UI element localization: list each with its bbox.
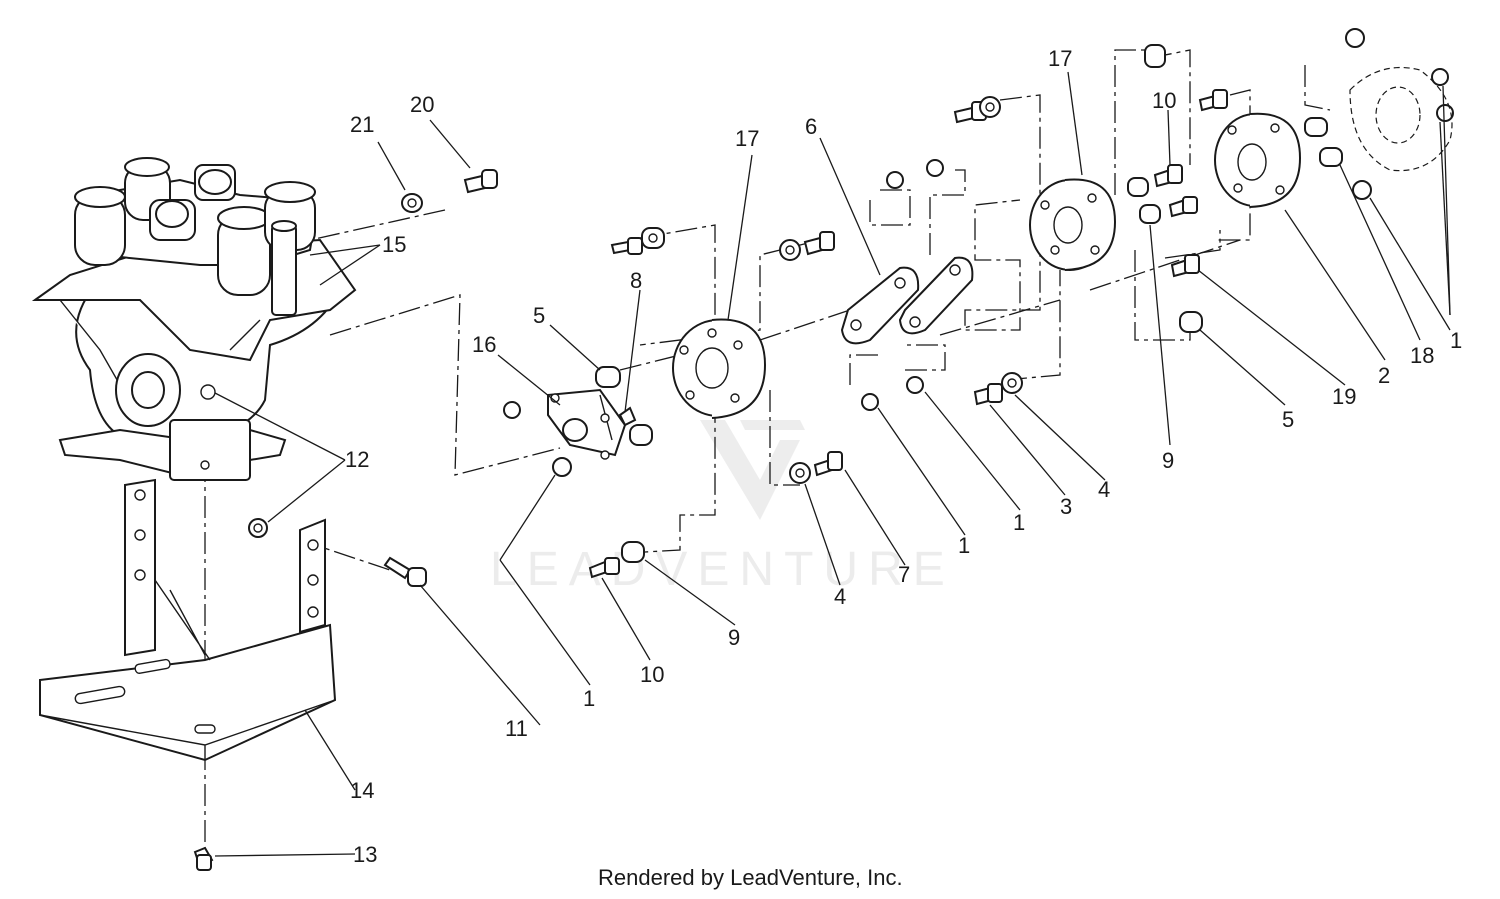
coupling-hub-right xyxy=(1144,28,1454,333)
callout-4: 4 xyxy=(834,584,846,609)
coupling-hub-left xyxy=(672,318,767,419)
callout-21: 21 xyxy=(350,112,374,137)
callout-3: 3 xyxy=(1060,494,1072,519)
footer-credit: Rendered by LeadVenture, Inc. xyxy=(598,865,903,890)
callout-15: 15 xyxy=(382,232,406,257)
callout-18: 18 xyxy=(1410,343,1434,368)
fasteners-head xyxy=(401,169,498,213)
callout-9: 9 xyxy=(728,625,740,650)
callout-12: 12 xyxy=(345,447,369,472)
coupling-hub-middle xyxy=(1029,164,1198,271)
callout-5: 5 xyxy=(533,303,545,328)
callout-20: 20 xyxy=(410,92,434,117)
leadventure-watermark: LEADVENTURE xyxy=(490,420,955,596)
watermark-logo-icon xyxy=(700,420,805,520)
callout-10-right: 10 xyxy=(1152,88,1176,113)
callout-2: 2 xyxy=(1378,363,1390,388)
callout-17-middle: 17 xyxy=(1048,46,1072,71)
callout-1-right: 1 xyxy=(1450,328,1462,353)
callout-14: 14 xyxy=(350,778,374,803)
fasteners-bracket xyxy=(193,518,427,871)
watermark-brand: LEADVENTURE xyxy=(490,543,955,596)
callout-4-right: 4 xyxy=(1098,477,1110,502)
callout-7: 7 xyxy=(898,562,910,587)
callout-1: 1 xyxy=(583,686,595,711)
callout-1-center: 1 xyxy=(958,533,970,558)
callout-11: 11 xyxy=(505,716,528,741)
callout-5-right: 5 xyxy=(1282,407,1294,432)
pump-body xyxy=(31,157,357,481)
callout-13: 13 xyxy=(353,842,377,867)
callout-17: 17 xyxy=(735,126,759,151)
fasteners-left-hub xyxy=(503,227,843,579)
part-callouts: 21 20 15 12 11 14 13 16 5 8 1 10 9 17 6 … xyxy=(345,46,1462,867)
mounting-bracket xyxy=(39,478,337,762)
leader-lines xyxy=(214,71,1451,857)
coupling-hub-ghost xyxy=(1349,66,1453,172)
callout-6: 6 xyxy=(805,114,817,139)
callout-9-right: 9 xyxy=(1162,448,1174,473)
callout-16: 16 xyxy=(472,332,496,357)
fasteners-middle xyxy=(953,96,1023,406)
callout-1-middle: 1 xyxy=(1013,510,1025,535)
callout-19: 19 xyxy=(1332,384,1356,409)
callout-8: 8 xyxy=(630,268,642,293)
link-plates xyxy=(840,159,974,411)
callout-10: 10 xyxy=(640,662,664,687)
coupling-bracket xyxy=(547,388,637,460)
